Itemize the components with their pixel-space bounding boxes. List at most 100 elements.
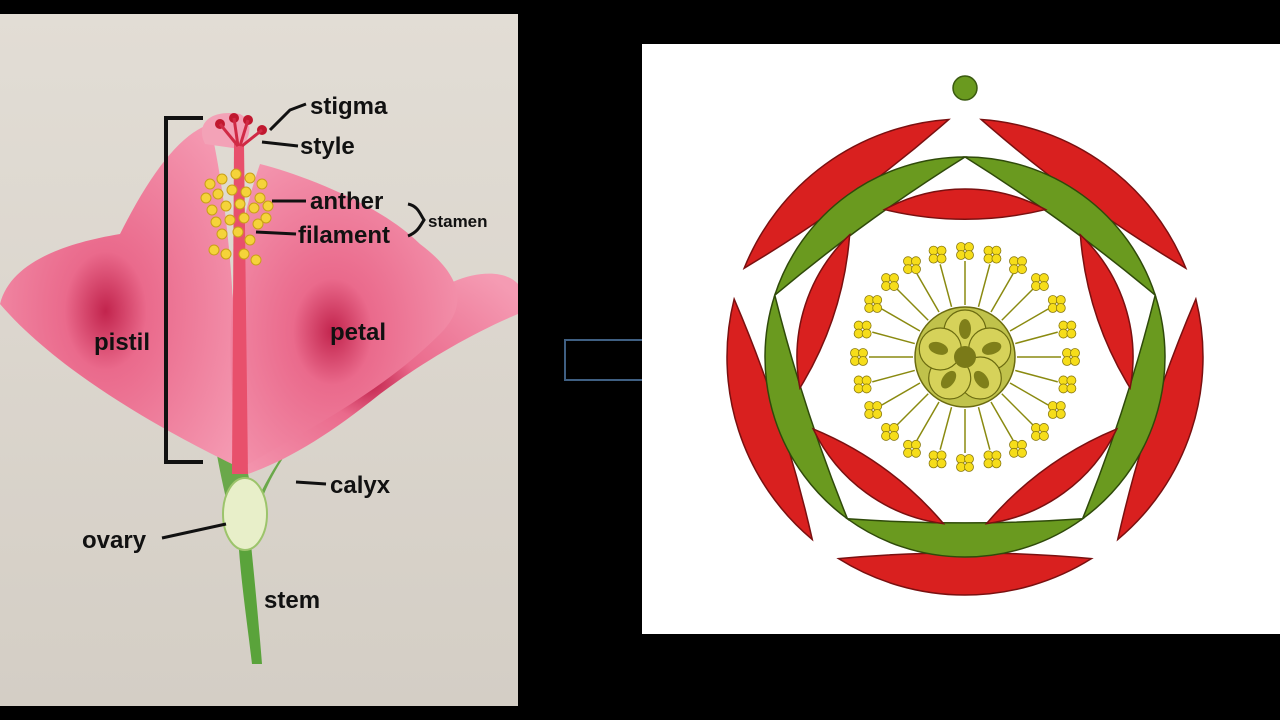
anther-dot (250, 254, 262, 266)
inner-petal (796, 232, 851, 391)
anther-dot (238, 212, 250, 224)
filament-line (1015, 369, 1058, 383)
label-stamen: stamen (428, 212, 488, 231)
label-pistil: pistil (94, 329, 150, 356)
anther-dot (244, 172, 256, 184)
anther-dot (234, 198, 246, 210)
hibiscus-photo-panel: stigma style anther filament stamen pist… (0, 14, 518, 706)
filament-line (872, 331, 915, 345)
anther-mark (1062, 348, 1080, 366)
filament-line (896, 288, 929, 321)
label-style: style (300, 133, 355, 160)
filament-line (896, 393, 929, 426)
locule (959, 319, 971, 339)
outer-petal-ring (726, 118, 1204, 596)
filament-line (1001, 393, 1034, 426)
sepal-ring (764, 156, 1166, 558)
anther-mark (864, 295, 883, 313)
label-calyx: calyx (330, 472, 391, 499)
filament-line (872, 369, 915, 383)
petal-left-shape (0, 124, 235, 464)
anther-mark (864, 401, 883, 419)
inner-petal-ring (796, 188, 1134, 525)
filament-line (1001, 288, 1034, 321)
stem-shape (238, 534, 262, 664)
anther-mark (928, 450, 947, 469)
anther-dot (216, 228, 228, 240)
locule (928, 341, 949, 355)
anther-dot (256, 178, 268, 190)
hibiscus-illustration: stigma style anther filament stamen pist… (0, 14, 518, 706)
anther-mark (881, 273, 899, 291)
inner-petal (984, 427, 1119, 525)
sepal (844, 517, 1086, 558)
anther-dot (254, 192, 266, 204)
anther-dot (210, 216, 222, 228)
petal-center-shape (230, 164, 458, 469)
anther-mark (881, 423, 899, 441)
filament-line (881, 382, 921, 406)
label-leader-lines (161, 102, 426, 540)
anther-dot (200, 192, 212, 204)
anther-mark (903, 256, 921, 275)
inner-petal (811, 427, 946, 525)
anther-mark (983, 245, 1002, 264)
locule (981, 341, 1002, 355)
stigma-tips (215, 113, 267, 148)
anther-dot (232, 226, 244, 238)
anther-mark (903, 439, 921, 458)
anther-mark (983, 450, 1002, 469)
anther-mark (1031, 273, 1049, 291)
anther-dot (216, 173, 228, 185)
anther-dot (224, 214, 236, 226)
filament-line (990, 401, 1014, 441)
filament-line (881, 308, 921, 332)
filament-line (990, 273, 1014, 313)
anther-dot (220, 200, 232, 212)
anther-mark (1058, 375, 1077, 394)
axis-dot (952, 75, 978, 101)
anther-dot (252, 218, 264, 230)
anther-dot (226, 184, 238, 196)
floral-diagram (726, 75, 1204, 596)
label-filament: filament (298, 222, 390, 249)
inner-petal (882, 188, 1048, 220)
filament-line (977, 264, 991, 307)
label-petal: petal (330, 319, 386, 346)
ovary-shape (222, 477, 268, 551)
anther-dot (212, 188, 224, 200)
anther-mark (1047, 295, 1066, 313)
anther-cluster (200, 168, 274, 266)
outer-petal (836, 552, 1094, 596)
anther-dot (240, 186, 252, 198)
filament-line (939, 264, 953, 307)
locule (940, 370, 957, 389)
anther-dot (208, 244, 220, 256)
anther-mark (853, 375, 872, 394)
stamen-ring (850, 242, 1080, 472)
label-anther: anther (310, 188, 383, 215)
anther-dot (262, 200, 274, 212)
anther-mark (956, 242, 974, 260)
filament-line (1015, 331, 1058, 345)
anther-dot (238, 248, 250, 260)
locule (973, 370, 990, 389)
label-stem: stem (264, 587, 320, 614)
anther-dot (244, 234, 256, 246)
anther-dot (204, 178, 216, 190)
anther-mark (1009, 256, 1027, 275)
anther-mark (1031, 423, 1049, 441)
label-stigma: stigma (310, 93, 388, 120)
pistil-column-shape (232, 144, 248, 474)
filament-line (939, 407, 953, 450)
anther-mark (1058, 320, 1077, 339)
anther-mark (853, 320, 872, 339)
anther-mark (1047, 401, 1066, 419)
floral-diagram-panel (642, 44, 1280, 634)
ovary-center (914, 306, 1016, 408)
anther-mark (850, 348, 868, 366)
anther-dot (260, 212, 272, 224)
filament-line (1009, 308, 1049, 332)
pistil-bracket (164, 116, 203, 464)
filament-line (977, 407, 991, 450)
